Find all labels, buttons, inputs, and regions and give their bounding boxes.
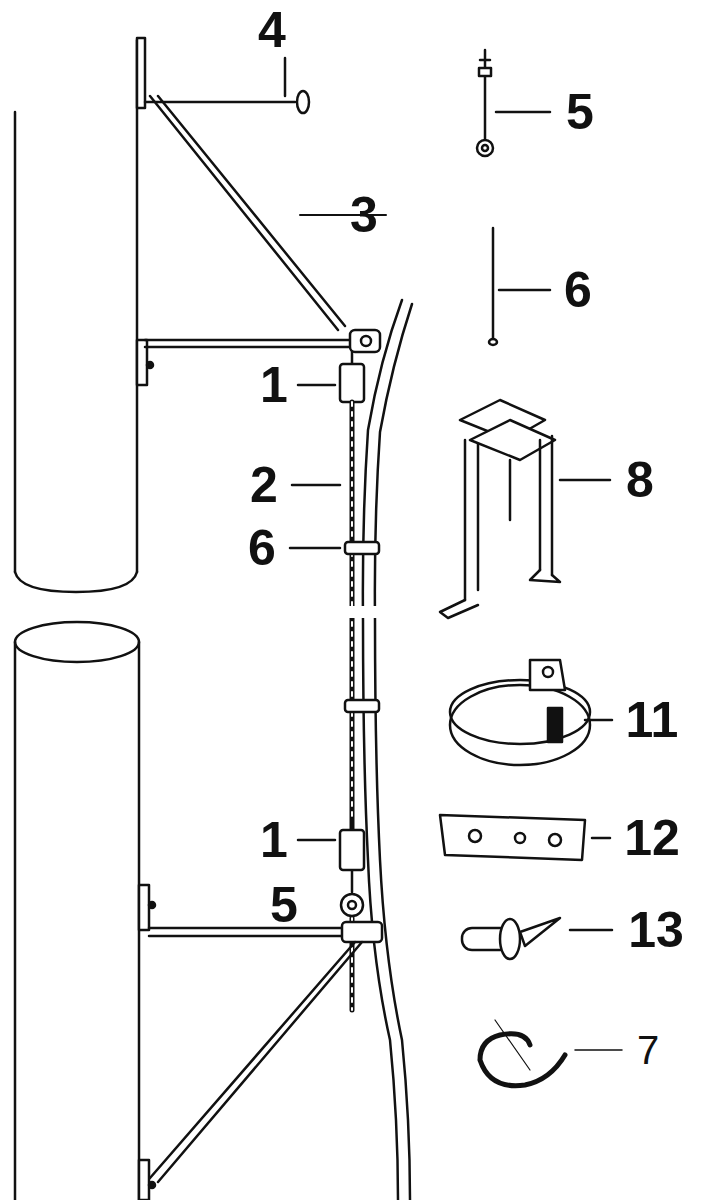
callout-number: 1	[260, 815, 288, 865]
callout-number: 4	[258, 5, 286, 55]
callout-number: 7	[637, 1030, 659, 1070]
callout-number: 3	[350, 190, 378, 240]
callout-number: 13	[628, 905, 684, 955]
callout-number: 6	[564, 265, 592, 315]
callout-number: 5	[566, 87, 594, 137]
callout-number: 5	[270, 880, 298, 930]
callout-number: 1	[260, 360, 288, 410]
callout-number: 11	[626, 695, 679, 745]
callout-number: 6	[248, 523, 276, 573]
callout-number: 2	[250, 460, 278, 510]
callout-number: 8	[626, 455, 654, 505]
callout-number: 12	[624, 813, 680, 863]
